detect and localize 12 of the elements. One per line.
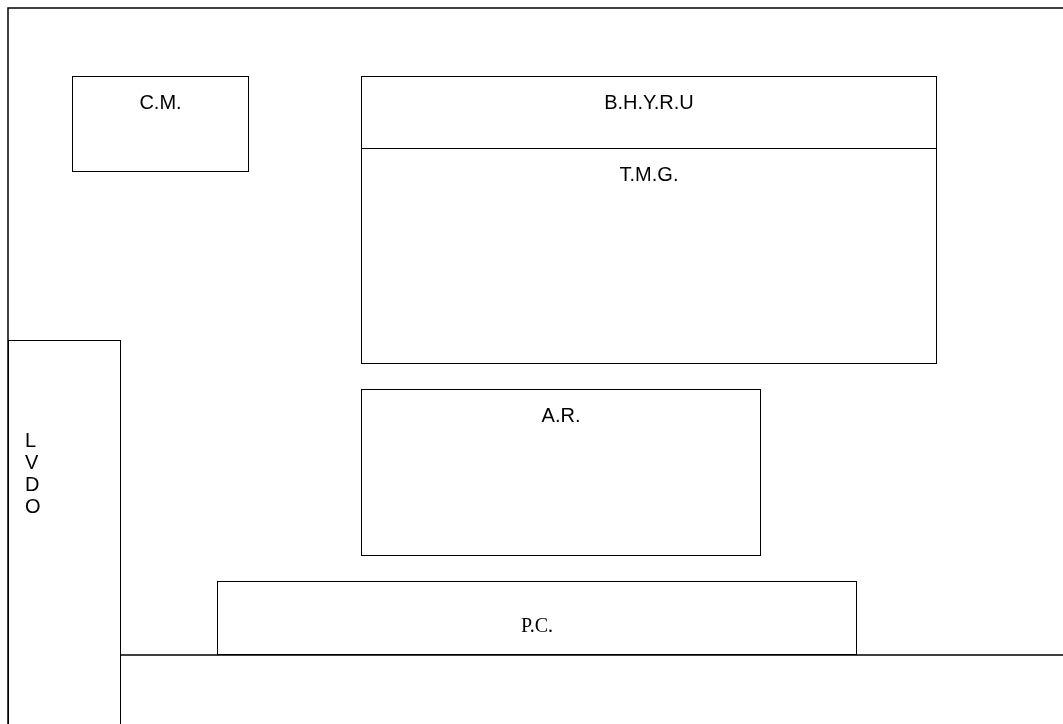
room-box — [217, 581, 857, 655]
room-box — [361, 389, 761, 556]
room-label: T.M.G. — [619, 162, 679, 187]
room-box — [72, 76, 249, 172]
room-box — [8, 340, 121, 724]
room-label: B.H.Y.R.U — [604, 90, 694, 115]
room-label: C.M. — [139, 90, 182, 115]
room-box — [361, 76, 937, 149]
room-label: LVDO — [25, 429, 42, 517]
room-box — [361, 148, 937, 364]
room-label: P.C. — [520, 613, 554, 638]
room-label: A.R. — [541, 403, 581, 428]
